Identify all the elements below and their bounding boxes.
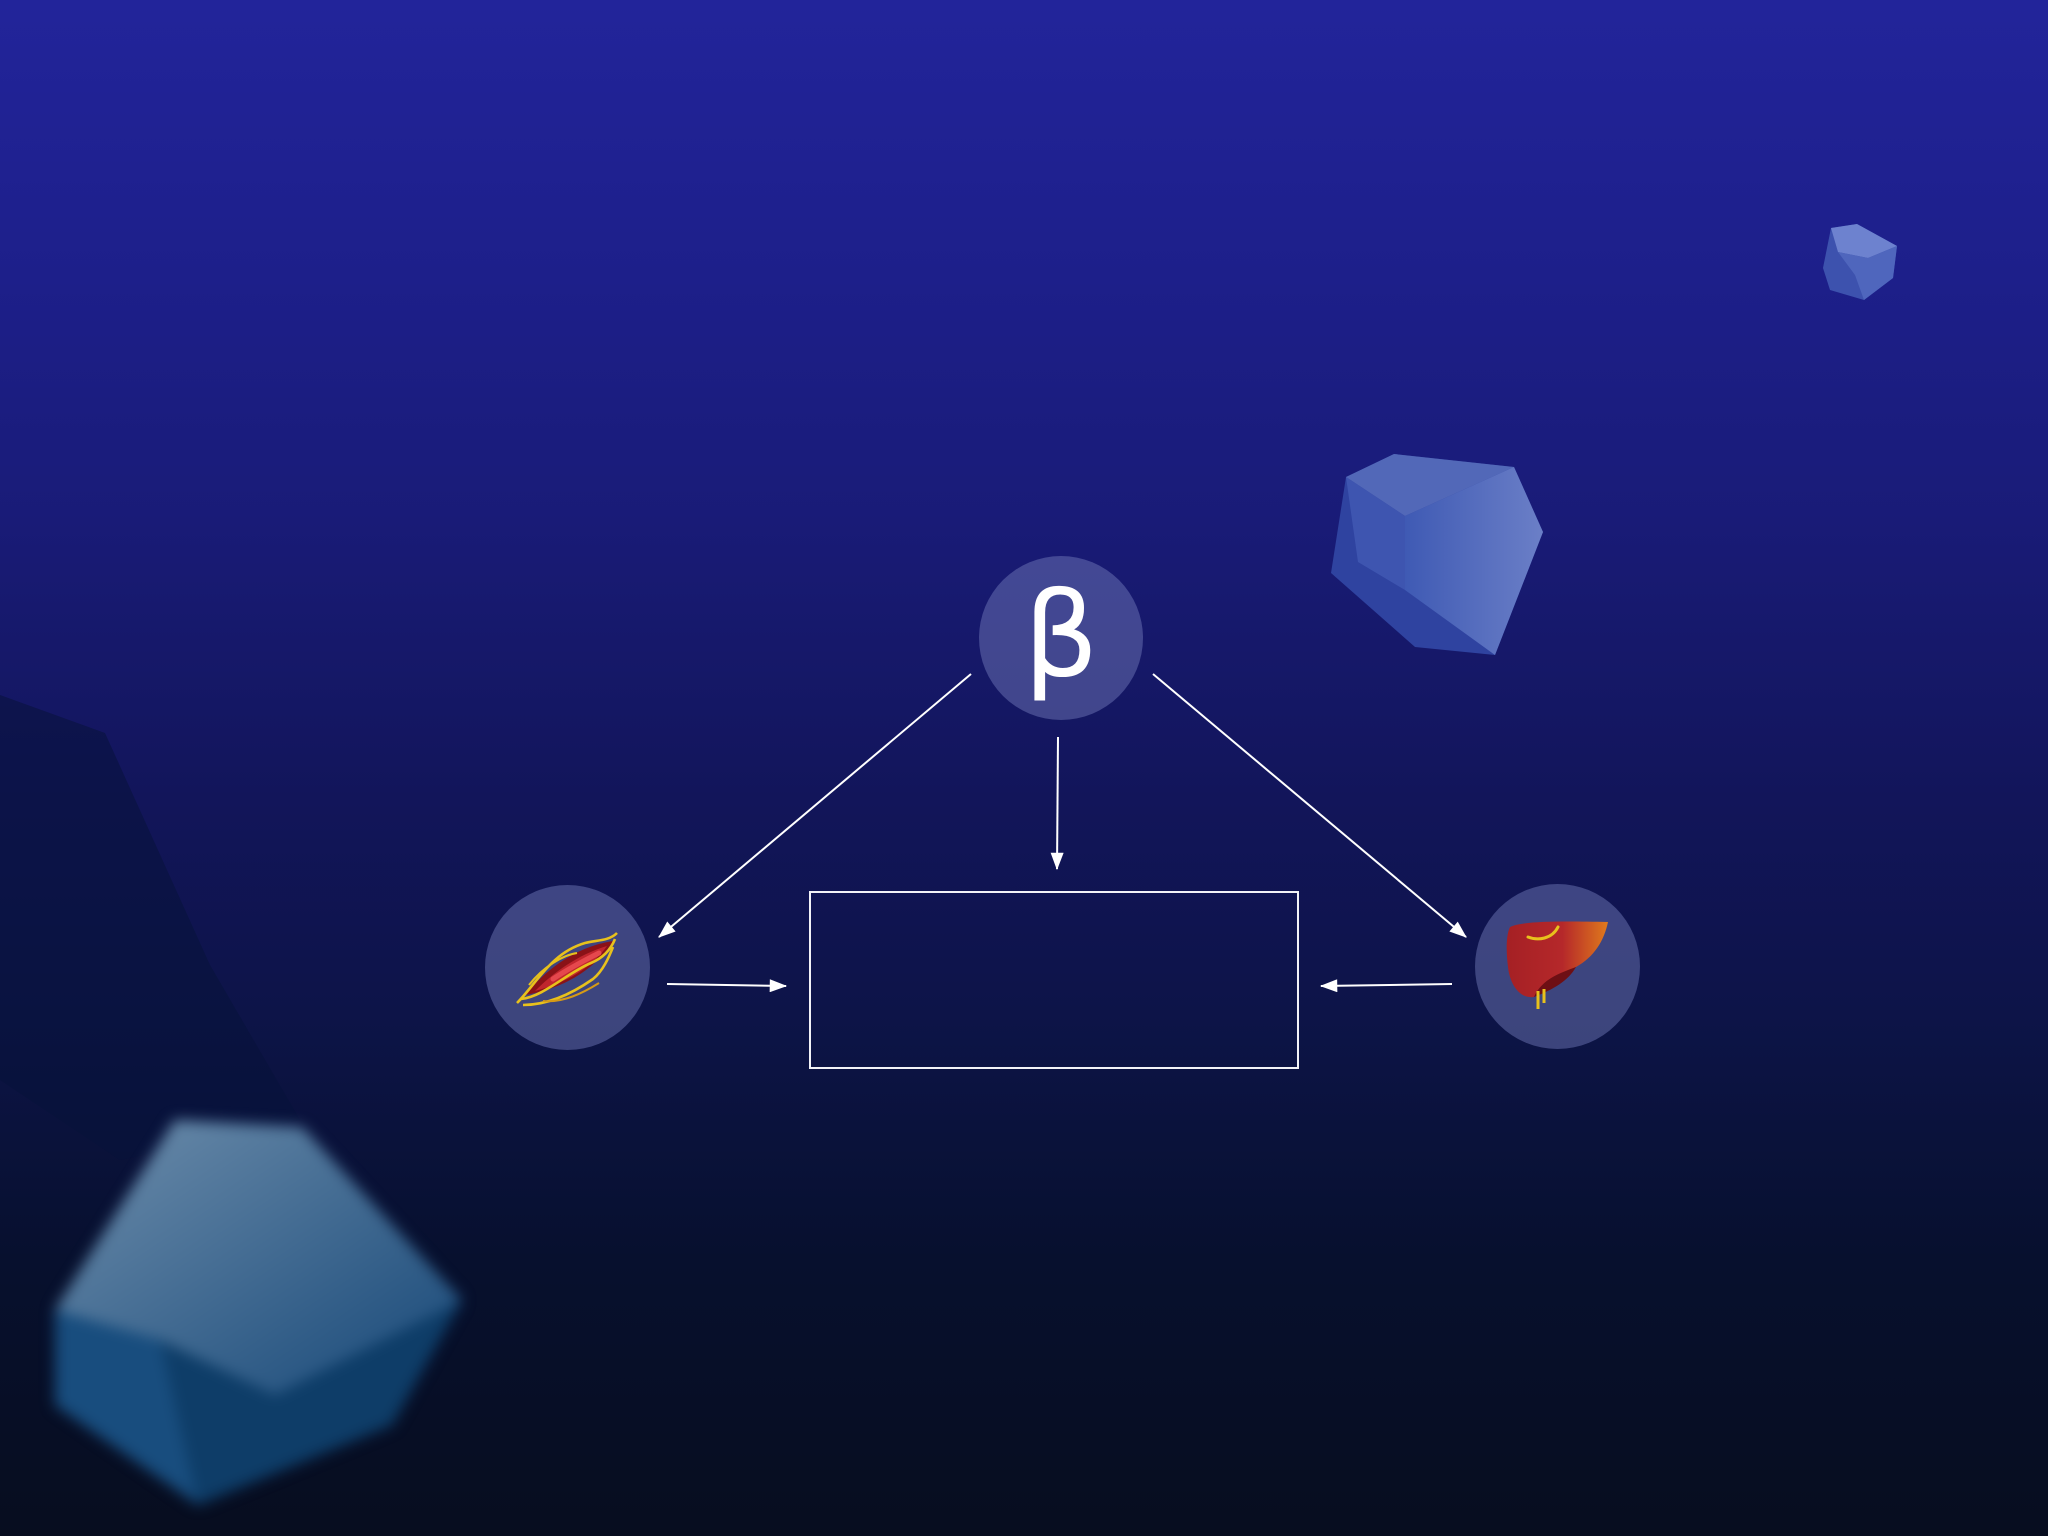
crystal-shape bbox=[1823, 224, 1897, 300]
liver-icon bbox=[1506, 921, 1608, 1009]
crystal-shape bbox=[55, 1120, 462, 1505]
liver-node bbox=[1475, 884, 1640, 1049]
arrow-beta-to-muscle bbox=[658, 673, 972, 938]
arrow-beta-to-box bbox=[1050, 736, 1064, 871]
beta-symbol: β bbox=[1023, 566, 1099, 704]
crystal-shape bbox=[1331, 454, 1543, 655]
crystal-shape bbox=[0, 695, 300, 1160]
arrow-beta-to-liver bbox=[1152, 673, 1467, 938]
beta-node: β bbox=[979, 556, 1143, 720]
arrow-liver-to-box bbox=[1319, 979, 1453, 993]
muscle-icon bbox=[515, 931, 618, 1006]
muscle-node bbox=[485, 885, 650, 1050]
center-box bbox=[809, 891, 1299, 1069]
arrow-muscle-to-box bbox=[666, 979, 788, 993]
